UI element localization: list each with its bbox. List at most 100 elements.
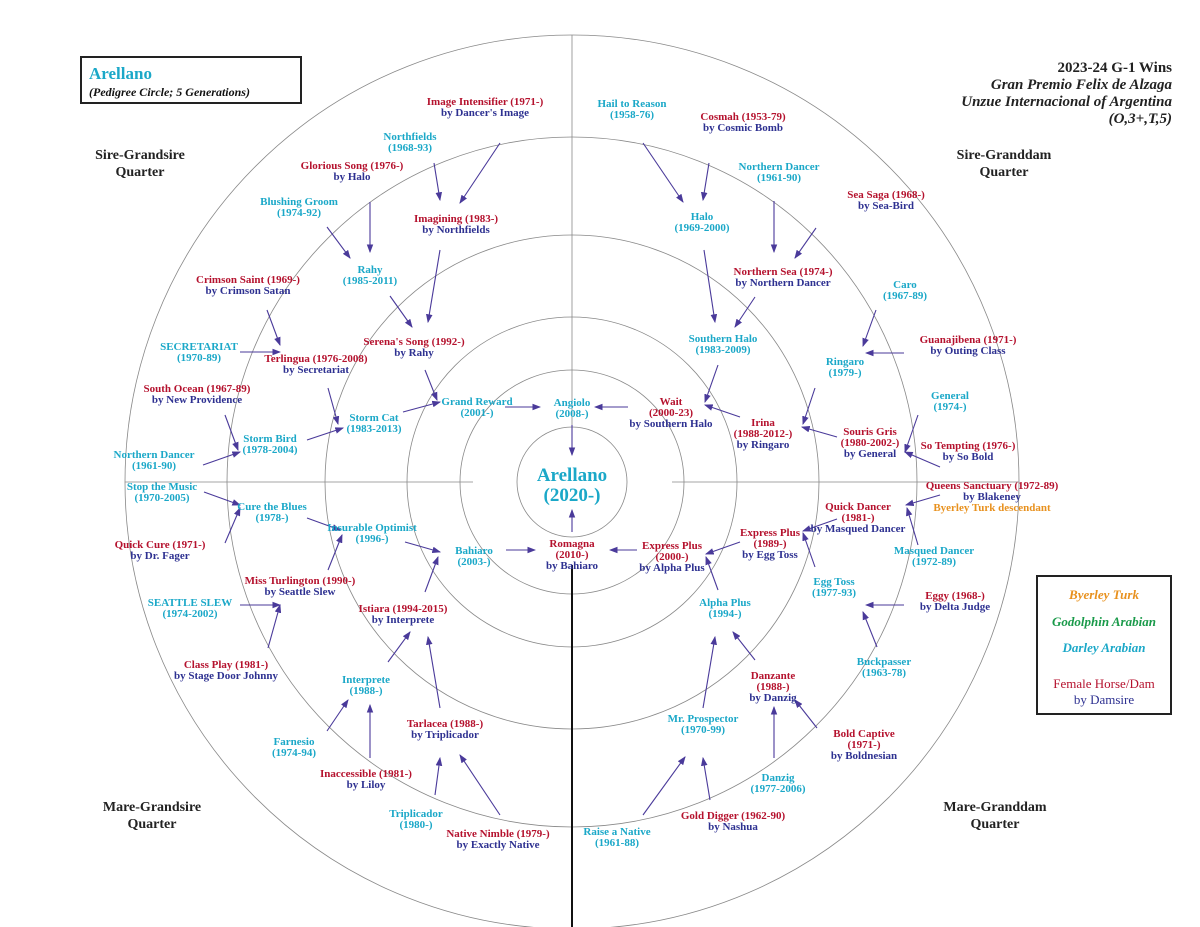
race-title: 2023-24 G-1 Wins Gran Premio Felix de Al…: [961, 60, 1172, 128]
lineage-arrow: [224, 414, 239, 452]
lineage-arrow: [203, 491, 242, 506]
horse-label: Imagining (1983-): [413, 213, 499, 225]
lineage-arrow: [402, 400, 442, 413]
horse-node-bahiaro: Bahiaro(2003-): [455, 546, 493, 568]
horse-label: Quick Dancer: [825, 501, 891, 513]
horse-node-interprete: Interprete(1988-): [342, 675, 390, 697]
quarter-label-line: Mare-Grandsire: [102, 800, 202, 815]
horse-node-storm-cat: Storm Cat(1983-2013): [347, 413, 402, 435]
damsire-label: by Secretariat: [282, 364, 350, 376]
horse-label: Sea Saga (1968-): [847, 189, 925, 201]
horse-node-blushing-groom: Blushing Groom(1974-92): [260, 197, 338, 219]
horse-node-northern-dancer: Northern Dancer(1961-90): [114, 450, 195, 472]
legend: Byerley Turk Godolphin Arabian Darley Ar…: [1036, 575, 1172, 715]
damsire-label: by Seattle Slew: [264, 586, 336, 598]
race-title-line4: (O,3+,T,5): [1108, 111, 1172, 127]
lineage-arrow: [424, 555, 439, 593]
lineage-arrow: [459, 142, 501, 204]
horse-label: Blushing Groom: [260, 196, 338, 208]
horse-label: Serena's Song (1992-): [363, 336, 465, 348]
lineage-arrow: [703, 404, 741, 418]
horse-label: Terlingua (1976-2008): [264, 353, 368, 365]
lineage-arrow: [732, 631, 756, 661]
damsire-label: by Boldnesian: [830, 750, 898, 762]
quarter-label-line: Sire-Granddam: [956, 148, 1052, 163]
horse-node-seattle-slew: SEATTLE SLEW(1974-2002): [148, 598, 232, 620]
horse-label: Bold Captive: [833, 728, 895, 740]
quarter-label-sire-grandsire: Sire-Grandsire Quarter: [95, 147, 185, 181]
quarter-label-line: Quarter: [979, 165, 1029, 180]
damsire-label: by Bahiaro: [545, 560, 599, 572]
horse-label: (1969-2000): [674, 222, 730, 234]
lineage-arrow: [326, 699, 349, 732]
horse-label: (1970-89): [177, 352, 221, 364]
horse-label: Triplicador: [389, 808, 443, 820]
horse-label: Raise a Native: [583, 826, 651, 838]
damsire-label: by Exactly Native: [456, 839, 540, 851]
horse-label: SECRETARIAT: [160, 341, 238, 353]
horse-label: (2000-): [655, 551, 689, 563]
lineage-arrow: [426, 249, 441, 324]
damsire-label: by Masqued Dancer: [810, 523, 906, 535]
horse-node-raise-a-native: Raise a Native(1961-88): [583, 827, 650, 849]
horse-label: Irina: [751, 417, 775, 429]
lineage-arrow: [224, 506, 241, 544]
horse-label: (1958-76): [610, 109, 654, 121]
horse-label: Halo: [690, 211, 714, 223]
horse-label: Souris Gris: [843, 426, 897, 438]
horse-label: Storm Bird: [243, 433, 297, 445]
horse-label: (1967-89): [883, 290, 927, 302]
horse-label: (2003-): [457, 556, 491, 568]
horse-label: Masqued Dancer: [893, 545, 975, 557]
horse-node-buckpasser: Buckpasser(1963-78): [857, 657, 911, 679]
horse-node-triplicador: Triplicador(1980-): [389, 809, 443, 831]
lineage-arrow: [700, 162, 710, 202]
horse-node-cosmah: Cosmah (1953-79)by Cosmic Bomb: [700, 112, 785, 134]
lineage-arrow: [266, 309, 281, 347]
lineage-arrow: [306, 427, 345, 441]
horse-label: Cosmah (1953-79): [700, 111, 786, 123]
horse-label: Alpha Plus: [699, 597, 751, 609]
horse-node-quick-dancer: Quick Dancer(1981-)by Masqued Dancer: [811, 502, 906, 535]
horse-label: Southern Halo: [688, 333, 758, 345]
horse-node-irina: Irina(1988-2012-)by Ringaro: [734, 418, 793, 451]
horse-label: Northern Sea (1974-): [733, 266, 833, 278]
horse-node-bold-captive: Bold Captive(1971-)by Boldnesian: [831, 729, 897, 762]
horse-label: Farnesio: [273, 736, 315, 748]
horse-node-storm-bird: Storm Bird(1978-2004): [243, 434, 298, 456]
horse-label: (1978-): [255, 512, 289, 524]
damsire-label: by Northern Dancer: [735, 277, 831, 289]
horse-label: Bahiaro: [455, 545, 493, 557]
damsire-label: by Dr. Fager: [130, 550, 190, 562]
lineage-arrow: [906, 506, 919, 546]
quarter-label-line: Quarter: [970, 817, 1020, 832]
damsire-label: by Stage Door Johnny: [173, 670, 279, 682]
horse-node-arellano: Arellano(2020-): [537, 466, 607, 506]
damsire-label: by Sea-Bird: [858, 200, 914, 212]
legend-byerley-turk: Byerley Turk: [1069, 587, 1139, 602]
lineage-arrow: [862, 309, 877, 348]
lineage-arrow: [433, 162, 443, 202]
horse-label: (1988-): [349, 685, 383, 697]
lineage-note: Byerley Turk descendant: [933, 502, 1051, 514]
horse-node-hail-to-reason: Hail to Reason(1958-76): [597, 99, 666, 121]
lineage-arrow: [326, 226, 351, 259]
horse-node-egg-toss: Egg Toss(1977-93): [812, 577, 856, 599]
horse-label: (1977-93): [812, 587, 856, 599]
horse-label: Arellano: [536, 465, 608, 486]
lineage-arrow: [389, 295, 413, 328]
horse-label: Guanajibena (1971-): [919, 334, 1017, 346]
horse-label: (1961-90): [131, 460, 176, 472]
horse-label: (1974-94): [272, 747, 316, 759]
horse-node-danzig: Danzig(1977-2006): [751, 773, 806, 795]
damsire-label: by Crimson Satan: [205, 285, 291, 297]
horse-node-istiara: Istiara (1994-2015)by Interprete: [359, 604, 448, 626]
chart-subtitle: (Pedigree Circle; 5 Generations): [89, 85, 250, 99]
damsire-label: by Southern Halo: [629, 418, 713, 430]
horse-node-souris-gris: Souris Gris(1980-2002-)by General: [841, 427, 900, 460]
horse-label: (1996-): [355, 533, 389, 545]
legend-godolphin-arabian: Godolphin Arabian: [1052, 614, 1156, 629]
horse-node-insurable-optimist: Insurable Optimist(1996-): [327, 523, 417, 545]
horse-label: So Tempting (1976-): [920, 440, 1016, 452]
